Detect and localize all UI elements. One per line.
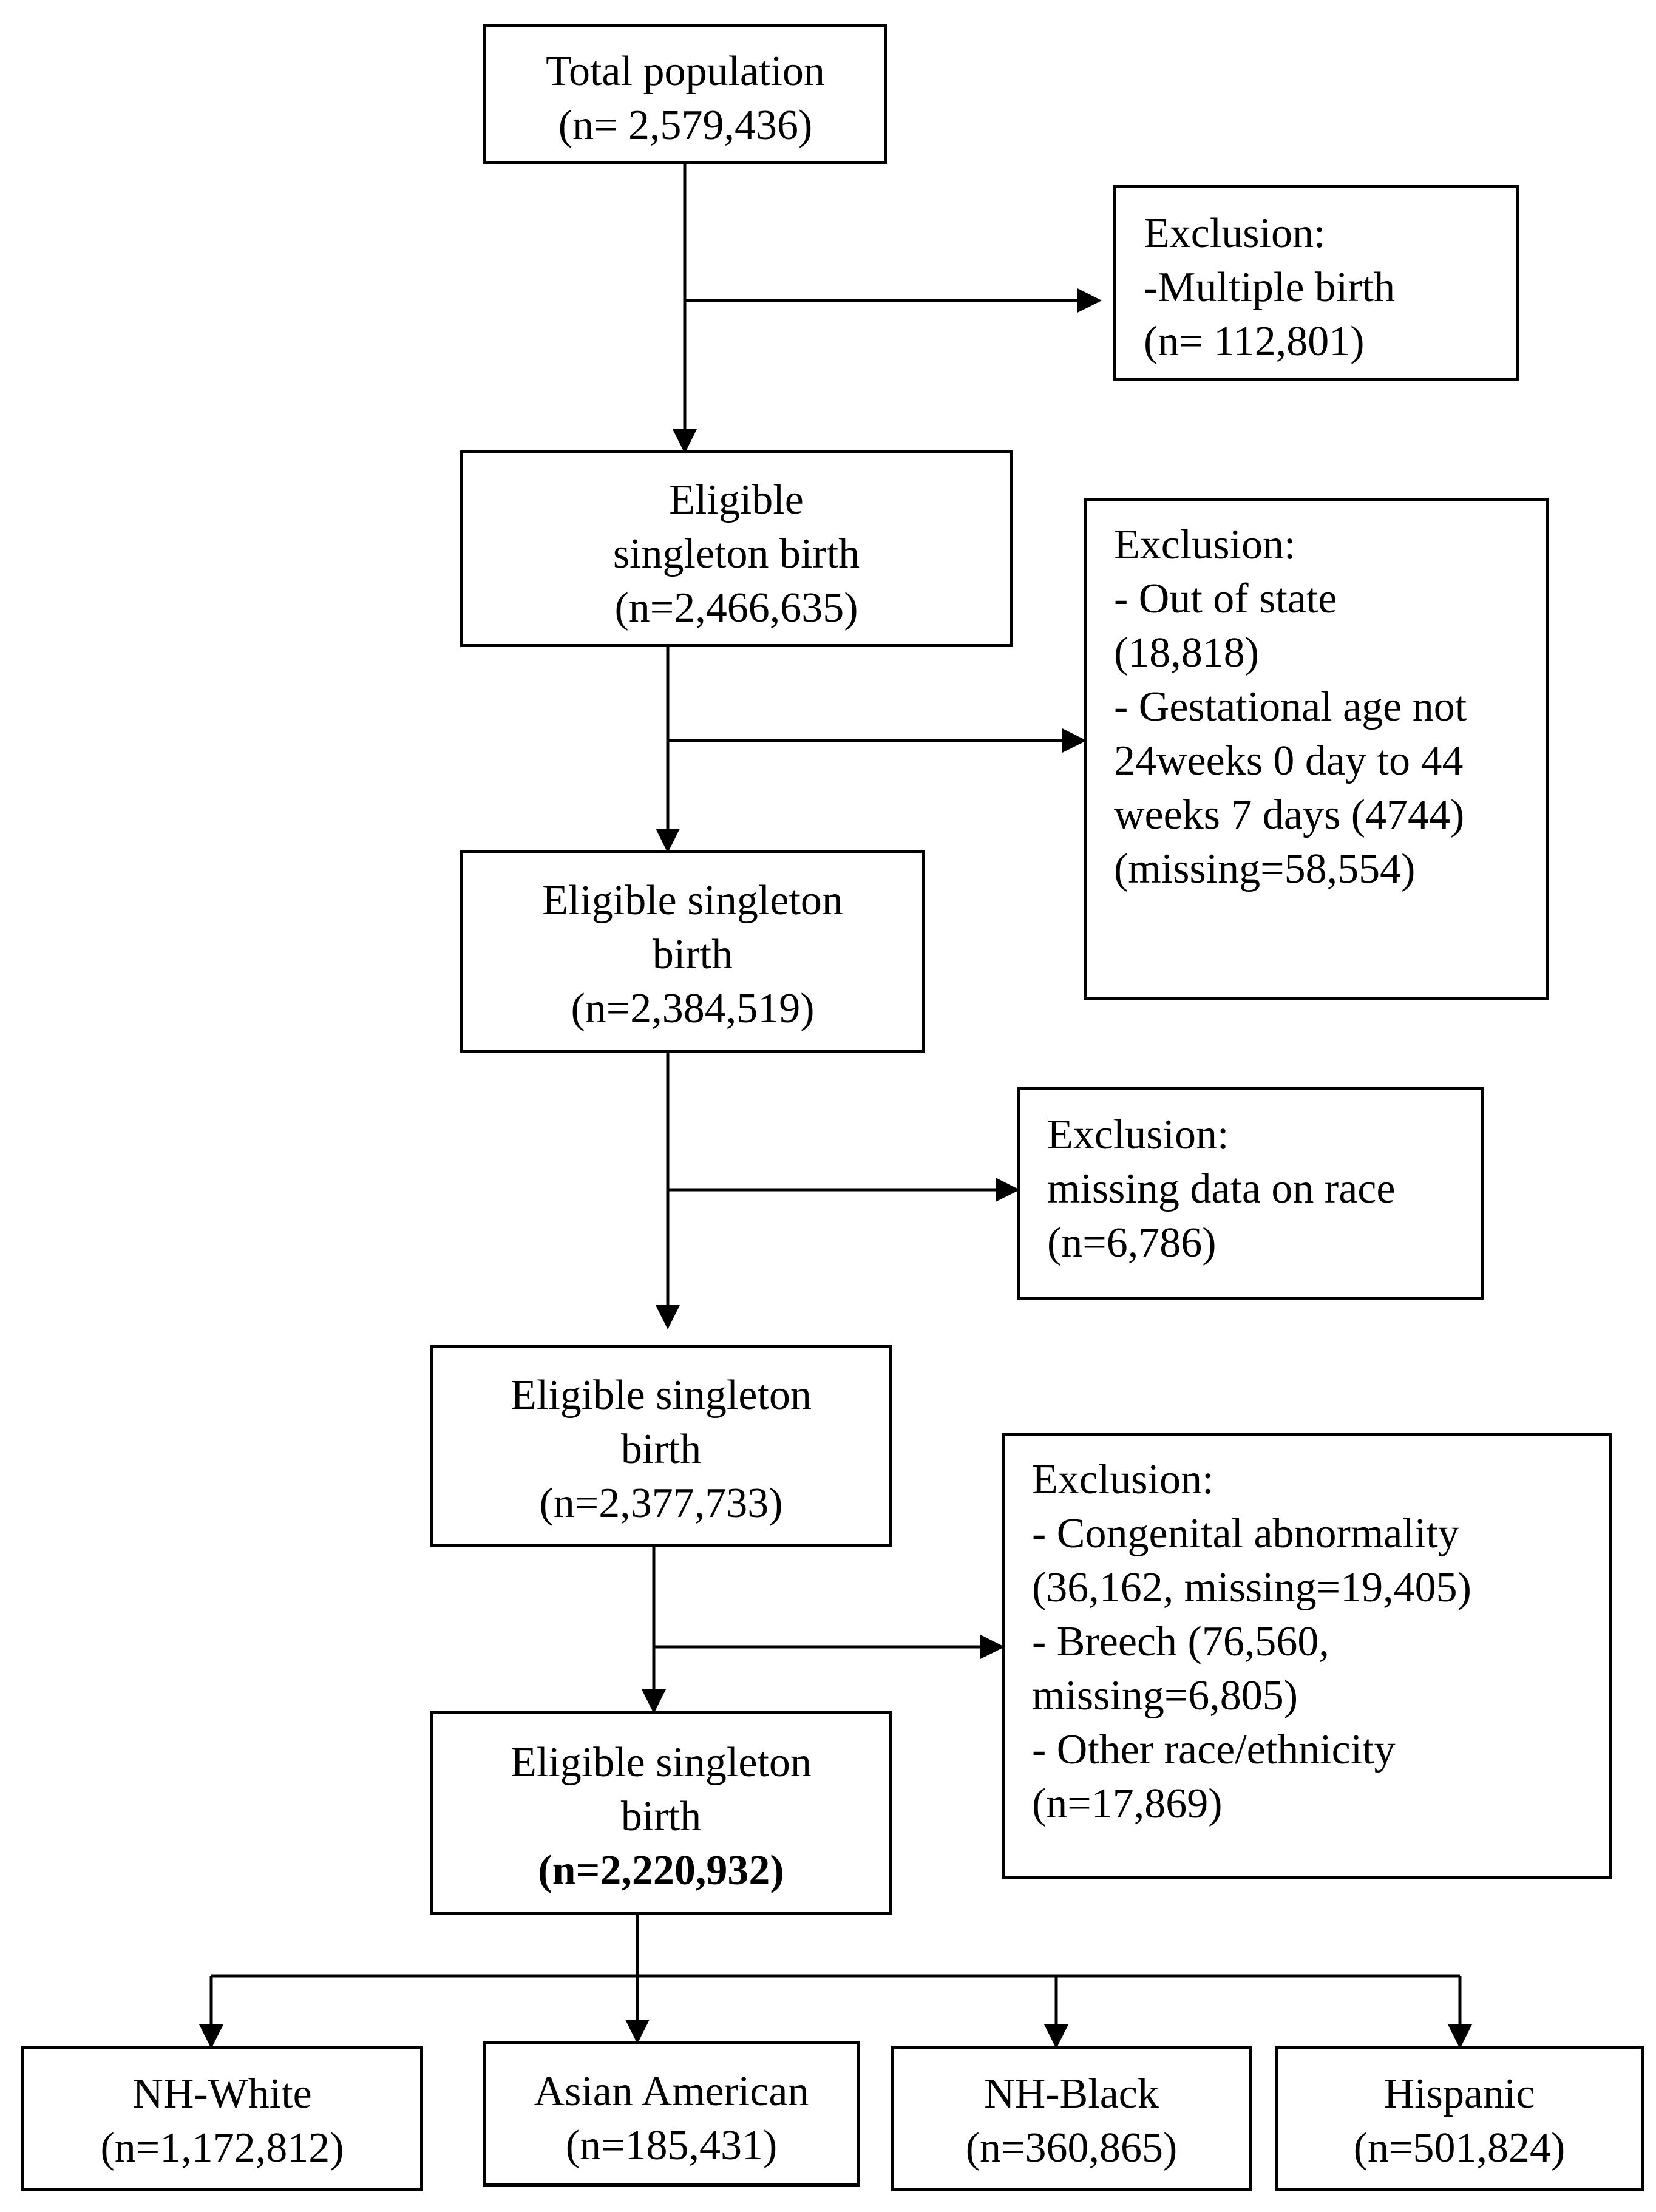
group-box-nh-white: NH-White (n=1,172,812): [21, 2046, 423, 2191]
exclusion-congenital-count: (36,162, missing=19,405): [1032, 1564, 1471, 1611]
eligible-count: (n=2,384,519): [571, 985, 815, 1032]
eligible-label-line2: birth: [620, 1426, 702, 1473]
group-name: Asian American: [534, 2068, 809, 2115]
exclusion-title: Exclusion:: [1114, 521, 1296, 568]
group-name: NH-White: [132, 2071, 312, 2117]
eligible-singleton-box-1: Eligible singleton birth (n=2,466,635): [460, 450, 1013, 647]
exclusion-multiple-birth-box: Exclusion: -Multiple birth (n= 112,801): [1113, 185, 1519, 381]
total-population-count: (n= 2,579,436): [558, 102, 813, 149]
exclusion-gestational-age-missing: (missing=58,554): [1114, 846, 1416, 892]
exclusion-breech-missing: missing=6,805): [1032, 1672, 1298, 1719]
exclusion-count: (n=6,786): [1047, 1220, 1217, 1266]
eligible-singleton-box-final: Eligible singleton birth (n=2,220,932): [430, 1711, 892, 1915]
exclusion-other-race: - Other race/ethnicity: [1032, 1726, 1396, 1773]
exclusion-count: (n= 112,801): [1144, 318, 1365, 365]
total-population-box: Total population (n= 2,579,436): [483, 24, 887, 164]
exclusion-congenital-breech-race-box: Exclusion: - Congenital abnormality (36,…: [1002, 1433, 1612, 1879]
exclusion-reason: missing data on race: [1047, 1165, 1396, 1212]
exclusion-missing-race-box: Exclusion: missing data on race (n=6,786…: [1017, 1087, 1484, 1300]
group-name: Hispanic: [1383, 2071, 1535, 2117]
group-box-nh-black: NH-Black (n=360,865): [891, 2046, 1252, 2191]
exclusion-breech: - Breech (76,560,: [1032, 1618, 1329, 1665]
eligible-label-line2: singleton birth: [613, 531, 860, 577]
exclusion-gestational-age-line2: 24weeks 0 day to 44: [1114, 738, 1464, 784]
eligible-label-line1: Eligible singleton: [511, 1372, 812, 1419]
exclusion-gestational-age-line1: - Gestational age not: [1114, 684, 1467, 730]
total-population-label: Total population: [546, 48, 825, 95]
exclusion-congenital-abnormality: - Congenital abnormality: [1032, 1510, 1459, 1557]
eligible-singleton-box-2: Eligible singleton birth (n=2,384,519): [460, 850, 925, 1053]
group-count: (n=501,824): [1353, 2125, 1566, 2171]
exclusion-reason: -Multiple birth: [1144, 264, 1396, 311]
group-count: (n=360,865): [965, 2125, 1178, 2171]
eligible-label-line2: birth: [620, 1793, 702, 1840]
exclusion-title: Exclusion:: [1144, 210, 1326, 257]
exclusion-state-gestation-box: Exclusion: - Out of state (18,818) - Ges…: [1084, 498, 1549, 1000]
eligible-label-line1: Eligible: [669, 477, 804, 523]
exclusion-other-race-count: (n=17,869): [1032, 1780, 1223, 1827]
group-box-hispanic: Hispanic (n=501,824): [1275, 2046, 1644, 2191]
eligible-label-line1: Eligible singleton: [511, 1739, 812, 1786]
group-name: NH-Black: [984, 2071, 1159, 2117]
group-count: (n=185,431): [565, 2122, 778, 2169]
group-box-asian-american: Asian American (n=185,431): [483, 2041, 860, 2187]
eligible-singleton-box-3: Eligible singleton birth (n=2,377,733): [430, 1345, 892, 1547]
eligible-count: (n=2,377,733): [539, 1480, 783, 1527]
eligible-label-line1: Eligible singleton: [542, 877, 843, 924]
exclusion-out-of-state-count: (18,818): [1114, 629, 1260, 676]
eligible-count-final: (n=2,220,932): [538, 1847, 784, 1894]
eligible-count: (n=2,466,635): [614, 585, 858, 631]
group-count: (n=1,172,812): [100, 2125, 344, 2171]
exclusion-title: Exclusion:: [1032, 1456, 1214, 1503]
eligible-label-line2: birth: [652, 931, 733, 978]
exclusion-gestational-age-line3: weeks 7 days (4744): [1114, 792, 1465, 838]
exclusion-out-of-state: - Out of state: [1114, 575, 1337, 622]
exclusion-title: Exclusion:: [1047, 1111, 1229, 1158]
